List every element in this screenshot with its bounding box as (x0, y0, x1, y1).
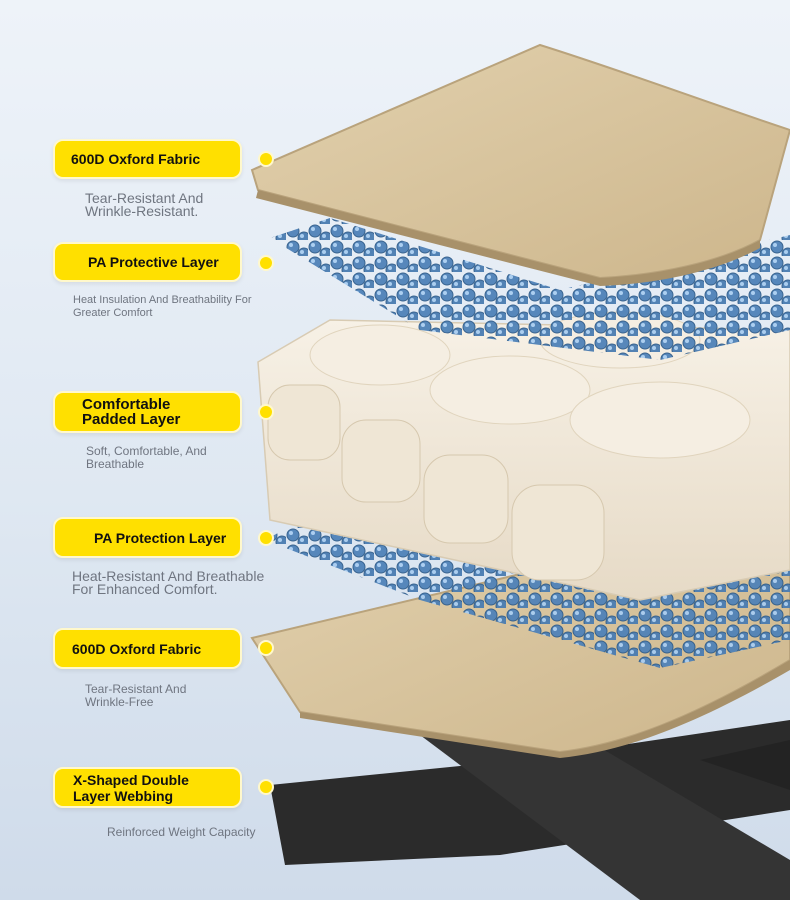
layer-description: Reinforced Weight Capacity (107, 825, 256, 839)
connector-dot (258, 779, 274, 795)
layer-description: Heat-Resistant And Breathable For Enhanc… (72, 568, 265, 597)
layer-title: PA Protective Layer (88, 254, 219, 270)
layer-title: 600D Oxford Fabric (72, 640, 202, 657)
layer-title-pill: 600D Oxford Fabric (53, 628, 242, 669)
layer-title-pill: X-Shaped Double Layer Webbing (53, 767, 242, 808)
connector-dot (258, 640, 274, 656)
connector-dot (258, 151, 274, 167)
layer-description: Soft, Comfortable, And Breathable (86, 444, 207, 471)
layer-title: Comfortable Padded Layer (82, 396, 181, 428)
layer-description: Tear-Resistant And Wrinkle-Free (85, 682, 187, 709)
layer-title: 600D Oxford Fabric (71, 151, 201, 167)
padded-layer-shape (257, 311, 790, 601)
layer-title: PA Protection Layer (94, 529, 227, 546)
upper-mesh-shape (270, 218, 790, 360)
layer-title-pill: PA Protection Layer (53, 517, 242, 558)
layer-title: X-Shaped Double Layer Webbing (73, 771, 189, 804)
connector-dot (258, 530, 274, 546)
layer-description: Tear-Resistant And Wrinkle-Resistant. (85, 190, 204, 219)
webbing-layer-shape (270, 700, 790, 900)
layer-title-pill: Comfortable Padded Layer (53, 391, 242, 433)
layer-title-pill: 600D Oxford Fabric (53, 139, 242, 179)
layer-title-pill: PA Protective Layer (53, 242, 242, 282)
connector-dot (258, 255, 274, 271)
layer-description: Heat Insulation And Breathability For Gr… (73, 294, 252, 319)
connector-dot (258, 404, 274, 420)
